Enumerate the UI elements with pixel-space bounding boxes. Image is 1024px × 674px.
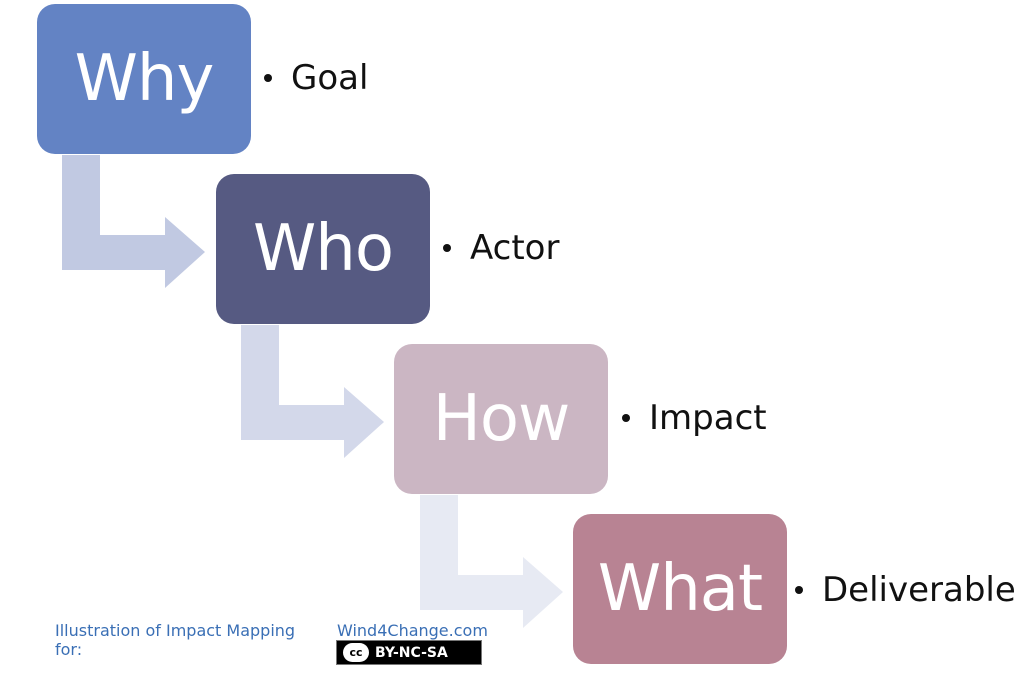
step-label-why: Why <box>74 42 215 116</box>
step-bullet-goal: Goal <box>264 58 368 98</box>
cc-license-badge[interactable]: cc BY-NC-SA <box>336 640 482 665</box>
bullet-dot <box>443 244 451 252</box>
step-box-why: Why <box>37 4 251 154</box>
step-bullet-deliverable: Deliverable <box>795 570 1016 610</box>
footer-caption-line-1: Illustration of Impact Mapping <box>55 621 296 640</box>
step-label-who: Who <box>253 212 394 286</box>
step-bullet-text-impact: Impact <box>649 398 767 438</box>
bullet-dot <box>795 586 803 594</box>
connector-arrow-how-what <box>420 495 563 628</box>
connector-arrow-why-who <box>62 155 205 288</box>
bullet-dot <box>622 414 630 422</box>
step-bullet-text-goal: Goal <box>291 58 369 98</box>
step-box-what: What <box>573 514 787 664</box>
footer-caption: Illustration of Impact Mapping for: <box>55 621 295 659</box>
bullet-dot <box>264 74 272 82</box>
step-bullet-impact: Impact <box>622 398 767 438</box>
footer-site-link[interactable]: Wind4Change.com <box>337 621 488 640</box>
cc-logo-icon: cc <box>343 643 369 662</box>
step-bullet-actor: Actor <box>443 228 559 268</box>
step-bullet-text-deliverable: Deliverable <box>822 570 1016 610</box>
step-label-how: How <box>432 382 571 456</box>
step-box-how: How <box>394 344 608 494</box>
connector-arrow-who-how <box>241 325 384 458</box>
step-box-who: Who <box>216 174 430 324</box>
step-bullet-text-actor: Actor <box>470 228 560 268</box>
footer-caption-line-2: for: <box>55 640 83 659</box>
license-text: BY-NC-SA <box>375 644 448 661</box>
step-label-what: What <box>597 552 763 626</box>
